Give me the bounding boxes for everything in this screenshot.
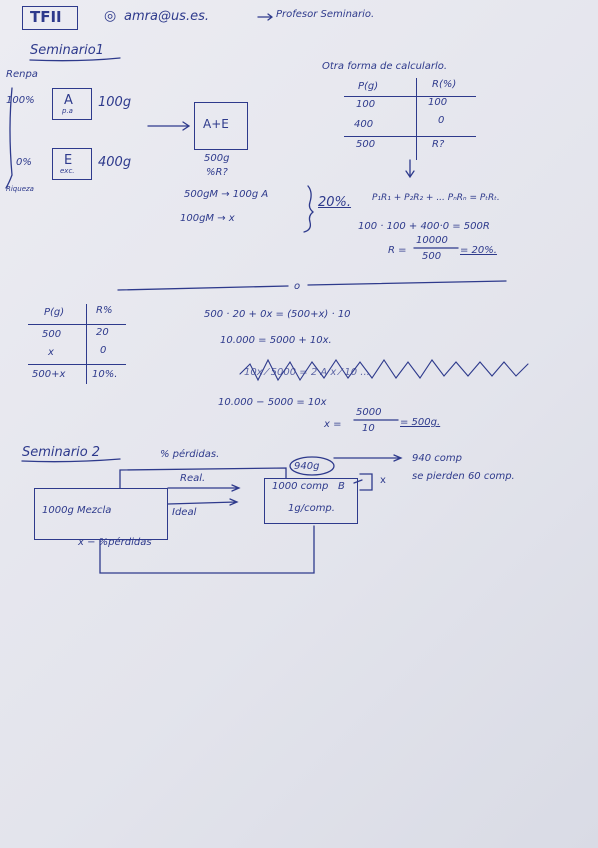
s2-b: B — [338, 481, 345, 492]
s2-ideal: Ideal — [172, 507, 197, 518]
contact-email: amra@us.es. — [124, 9, 209, 24]
s2-940comp: 940 comp — [412, 453, 462, 464]
s1-ae: A+E — [203, 117, 229, 131]
s2-perdidas: % pérdidas. — [160, 449, 220, 460]
eq2-l5num: 5000 — [356, 407, 382, 418]
t2-total-rule — [28, 364, 126, 365]
s2-title: Seminario 2 — [22, 445, 101, 460]
t2-h0: P(g) — [44, 307, 65, 318]
s1-den: 500 — [422, 251, 442, 262]
t2-r0c1: 20 — [96, 327, 109, 338]
header-note: Profesor Seminario. — [276, 9, 375, 20]
eq2-l1: 500 · 20 + 0x = (500+x) · 10 — [204, 309, 351, 320]
s1-exc: exc. — [60, 167, 75, 175]
s2-x: x — [380, 475, 386, 486]
s1-title-underline — [29, 57, 121, 62]
otra-t0: 500 — [356, 139, 376, 150]
otra-header-rule — [344, 96, 476, 97]
t2-t1: 10%. — [92, 369, 118, 380]
s1-riqueza: Riqueza — [6, 185, 34, 193]
s2-xperd: x − %pérdidas — [78, 537, 152, 548]
s1-pct0: 0% — [16, 157, 32, 168]
t2-header-rule — [28, 324, 126, 325]
s2-real-arrow — [167, 484, 241, 492]
eq2-l5res: = 500g. — [400, 417, 441, 428]
eq2-l2: 10.000 = 5000 + 10x. — [220, 335, 332, 346]
header-arrow-line — [257, 13, 274, 21]
scribble-strike — [239, 358, 529, 382]
otra-h1: R(%) — [432, 79, 457, 90]
tf-box — [22, 6, 78, 30]
s2-gcomp: 1g/comp. — [288, 503, 335, 514]
s1-e: E — [64, 153, 73, 168]
otra-t1: R? — [432, 139, 445, 150]
otra-h0: P(g) — [358, 81, 379, 92]
eq2-l5a: x = — [324, 419, 342, 430]
eq2-l5den: 10 — [362, 423, 375, 434]
tf-label: TFII — [30, 8, 62, 26]
s1-renpa: Renpa — [6, 69, 38, 80]
divider-o: o — [294, 281, 301, 292]
eq2-l3: 10x ⁄ 5000 = 2 A x ⁄ 10 ... — [244, 367, 370, 378]
s1-arrow-ae — [147, 121, 191, 131]
s1-calc1: 500gM → 100g A — [184, 189, 269, 200]
s1-req: R = — [388, 245, 407, 256]
t2-r1c1: 0 — [100, 345, 107, 356]
otra-r0c0: 100 — [356, 99, 376, 110]
s2-comp: 1000 comp — [272, 481, 329, 492]
s1-box-ae — [194, 102, 248, 150]
s1-res: = 20%. — [460, 245, 497, 256]
s2-940g: 940g — [294, 461, 320, 472]
otra-r1c1: 0 — [438, 115, 445, 126]
s2-pierden: se pierden 60 comp. — [412, 471, 515, 482]
otra-title: Otra forma de calcularlo. — [322, 61, 448, 72]
s1-pct20: 20%. — [318, 195, 352, 210]
otra-col-rule — [416, 78, 417, 160]
at-icon: ◎ — [104, 8, 117, 24]
s1-calc2: 100gM → x — [180, 213, 235, 224]
s2-comp-box — [264, 478, 358, 524]
s2-title-underline — [21, 458, 121, 463]
t2-t0: 500+x — [32, 369, 66, 380]
s2-small-arrow — [353, 479, 363, 484]
s2-top-loop — [119, 467, 287, 489]
s2-ideal-arrow — [167, 498, 239, 506]
s1-pa: p.a — [62, 107, 73, 115]
section-divider — [117, 280, 507, 291]
s2-bottom-loop — [99, 525, 315, 574]
s2-mezcla: 1000g Mezcla — [42, 505, 112, 516]
s1-title: Seminario1 — [30, 43, 104, 58]
s2-bracket-x — [359, 473, 373, 491]
t2-h1: R% — [96, 305, 113, 316]
s1-formula: P₁R₁ + P₂R₂ + ... PₙRₙ = PₜRₜ. — [372, 193, 500, 203]
s2-arrow-940 — [333, 454, 403, 462]
s1-a: A — [64, 93, 73, 108]
t2-r1c0: x — [48, 347, 54, 358]
s2-mezcla-box — [34, 488, 168, 540]
s1-left-bracket — [5, 87, 13, 189]
s1-g100: 100g — [98, 95, 132, 110]
s1-g400: 400g — [98, 155, 132, 170]
s2-940-circle — [289, 456, 335, 476]
s1-g500: 500g — [204, 153, 230, 164]
otra-r0c1: 100 — [428, 97, 448, 108]
s1-eq1: 100 · 100 + 400·0 = 500R — [358, 221, 490, 232]
s1-num: 10000 — [416, 235, 448, 246]
s1-r: %R? — [206, 167, 228, 178]
otra-arrow-down — [405, 159, 415, 179]
eq2-l4: 10.000 − 5000 = 10x — [218, 397, 327, 408]
otra-r1c0: 400 — [354, 119, 374, 130]
s2-real: Real. — [180, 473, 206, 484]
s1-pct100: 100% — [6, 95, 35, 106]
otra-total-rule — [344, 136, 476, 137]
s1-box-e — [52, 148, 92, 180]
t2-col-rule — [86, 304, 87, 384]
s1-box-a — [52, 88, 92, 120]
s1-curly-brace — [303, 185, 315, 233]
t2-r0c0: 500 — [42, 329, 62, 340]
